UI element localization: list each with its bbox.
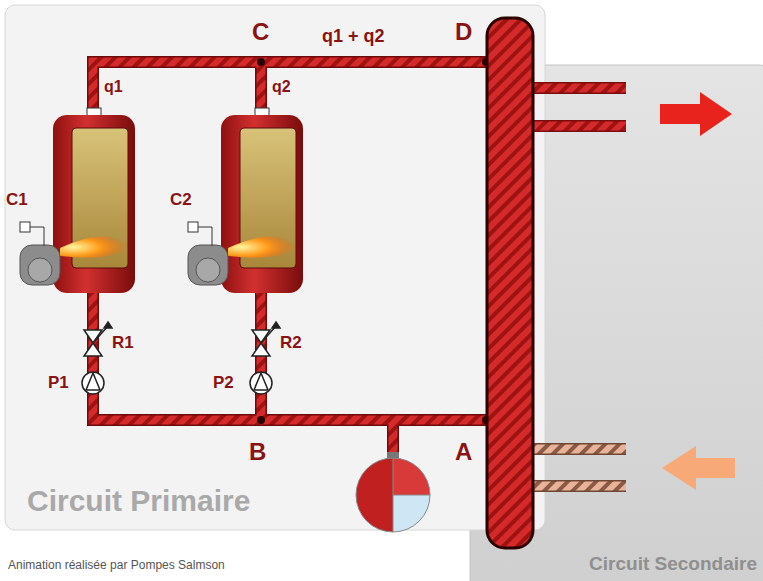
secondary-circuit-panel: Circuit Secondaire (470, 65, 763, 581)
boiler (20, 108, 135, 293)
node-letter: D (455, 18, 472, 46)
burner-label: C2 (170, 190, 192, 210)
panel-title: Circuit Secondaire (589, 553, 757, 575)
node-letter: B (249, 438, 266, 466)
valve-label: R1 (112, 333, 134, 353)
flow-label: q1 (104, 78, 123, 96)
burner-label: C1 (6, 190, 28, 210)
valve-label: R2 (280, 333, 302, 353)
credit-caption: Animation réalisée par Pompes Salmson (8, 558, 225, 572)
panel-title: Circuit Primaire (27, 484, 250, 518)
flow-label: q2 (272, 78, 291, 96)
node-letter: C (252, 18, 269, 46)
boiler (188, 108, 303, 293)
pump-label: P1 (48, 373, 69, 393)
expansion-vessel (356, 452, 430, 532)
node-letter: A (455, 438, 472, 466)
flow-label: q1 + q2 (322, 26, 385, 47)
pump-label: P2 (213, 373, 234, 393)
